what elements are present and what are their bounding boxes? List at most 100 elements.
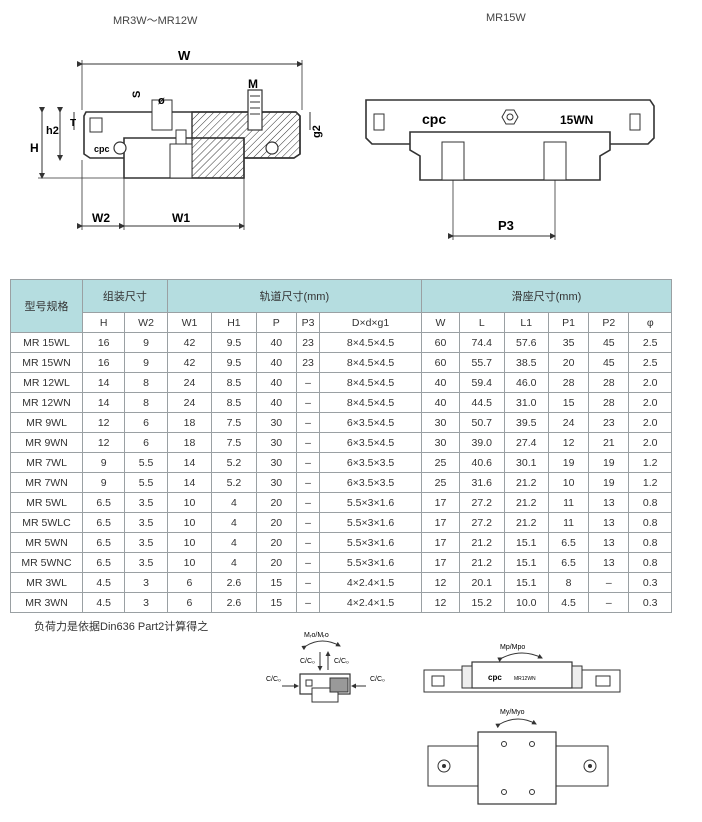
value-cell: 8	[124, 392, 168, 413]
value-cell: 6×3.5×4.5	[319, 412, 422, 433]
column-header: P1	[547, 312, 590, 333]
column-header: P3	[295, 312, 321, 333]
value-cell: 39.0	[459, 432, 505, 453]
mp-label: Mp/Mpo	[500, 644, 525, 651]
column-header: W1	[166, 312, 213, 333]
value-cell: 2.6	[211, 572, 257, 593]
value-cell: 5.5	[124, 472, 168, 493]
value-cell: 6×3.5×4.5	[319, 432, 422, 453]
value-cell: 21.2	[459, 532, 505, 553]
value-cell: 5.5	[124, 452, 168, 473]
value-cell: –	[295, 472, 321, 493]
cc-side-right-label: C/C₀	[370, 676, 385, 683]
value-cell: 24	[166, 372, 213, 393]
value-cell: 6.5	[82, 552, 126, 573]
model-cell: MR 9WL	[9, 412, 84, 433]
value-cell: 0.8	[628, 532, 672, 553]
right-model-label: 15WN	[560, 113, 593, 127]
value-cell: 15.2	[459, 592, 505, 613]
value-cell: 27.2	[459, 492, 505, 513]
value-cell: –	[295, 452, 321, 473]
value-cell: 3	[124, 592, 168, 613]
value-cell: 8.5	[211, 372, 257, 393]
value-cell: 9	[82, 452, 126, 473]
value-cell: 12	[420, 592, 461, 613]
value-cell: 42	[166, 352, 213, 373]
yaw-moment-diagram: My/Myo	[427, 709, 609, 805]
value-cell: 10	[166, 532, 213, 553]
value-cell: 2.6	[211, 592, 257, 613]
value-cell: 4	[211, 552, 257, 573]
value-cell: 4	[211, 532, 257, 553]
value-cell: 5.5×3×1.6	[319, 552, 422, 573]
value-cell: 27.4	[503, 432, 549, 453]
value-cell: 2.5	[628, 332, 672, 353]
model-cell: MR 15WN	[9, 352, 84, 373]
value-cell: 4	[211, 512, 257, 533]
value-cell: 40	[420, 392, 461, 413]
model-cell: MR 3WL	[9, 572, 84, 593]
value-cell: 0.8	[628, 512, 672, 533]
value-cell: 14	[166, 472, 213, 493]
value-cell: 15.1	[503, 572, 549, 593]
value-cell: 6×3.5×3.5	[319, 452, 422, 473]
value-cell: 74.4	[459, 332, 505, 353]
value-cell: 14	[166, 452, 213, 473]
value-cell: 30	[255, 452, 297, 473]
dim-S-label: S	[131, 91, 143, 98]
value-cell: 46.0	[503, 372, 549, 393]
value-cell: 15	[255, 592, 297, 613]
value-cell: 3.5	[124, 512, 168, 533]
value-cell: 6	[124, 412, 168, 433]
value-cell: 16	[82, 332, 126, 353]
value-cell: 45	[588, 332, 630, 353]
value-cell: 10	[547, 472, 590, 493]
model-cell: MR 3WN	[9, 592, 84, 613]
model-cell: MR 5WN	[9, 532, 84, 553]
value-cell: 5.2	[211, 472, 257, 493]
dim-h2-label: h2	[46, 125, 59, 137]
value-cell: 6.5	[82, 532, 126, 553]
value-cell: 24	[166, 392, 213, 413]
value-cell: –	[295, 532, 321, 553]
model-cell: MR 5WLC	[9, 512, 84, 533]
value-cell: 15.1	[503, 552, 549, 573]
value-cell: 1.2	[628, 472, 672, 493]
mp-model-label: MR12WN	[514, 676, 536, 682]
value-cell: 25	[420, 472, 461, 493]
value-cell: 4.5	[82, 572, 126, 593]
value-cell: 40	[420, 372, 461, 393]
value-cell: 40.6	[459, 452, 505, 473]
value-cell: 40	[255, 352, 297, 373]
value-cell: 8	[547, 572, 590, 593]
value-cell: 30	[420, 432, 461, 453]
cc-right-label: C/C₀	[334, 658, 349, 665]
value-cell: 40	[255, 332, 297, 353]
value-cell: –	[295, 392, 321, 413]
value-cell: 21.2	[503, 512, 549, 533]
model-cell: MR 5WL	[9, 492, 84, 513]
value-cell: 15	[255, 572, 297, 593]
value-cell: –	[588, 592, 630, 613]
value-cell: 30	[255, 432, 297, 453]
value-cell: 10	[166, 492, 213, 513]
header-block: 滑座尺寸(mm)	[420, 279, 673, 313]
value-cell: 0.8	[628, 552, 672, 573]
dim-W-label: W	[178, 48, 191, 63]
value-cell: 12	[420, 572, 461, 593]
value-cell: 3.5	[124, 552, 168, 573]
column-header: L1	[503, 312, 549, 333]
value-cell: 59.4	[459, 372, 505, 393]
left-brand-label: cpc	[94, 144, 110, 154]
value-cell: 21.2	[459, 552, 505, 573]
value-cell: 0.3	[628, 592, 672, 613]
value-cell: 27.2	[459, 512, 505, 533]
value-cell: 9.5	[211, 332, 257, 353]
model-cell: MR 12WL	[9, 372, 84, 393]
